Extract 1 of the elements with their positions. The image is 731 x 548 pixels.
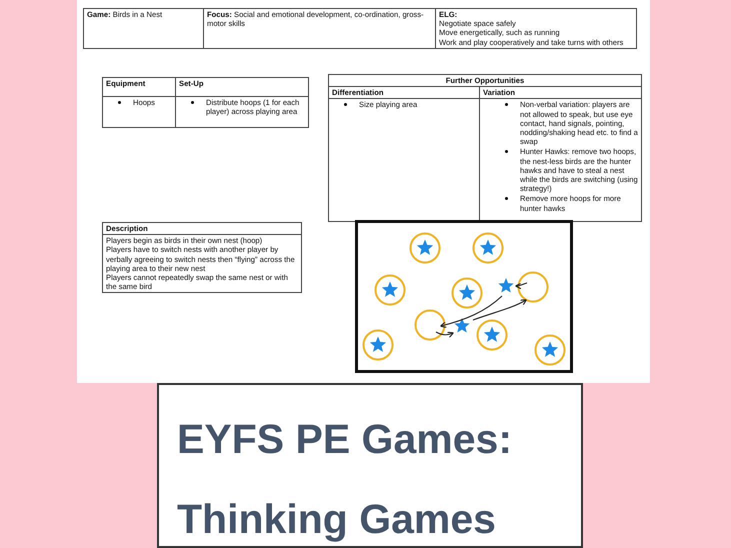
page-title: EYFS PE Games: Thinking Games xyxy=(177,415,513,544)
